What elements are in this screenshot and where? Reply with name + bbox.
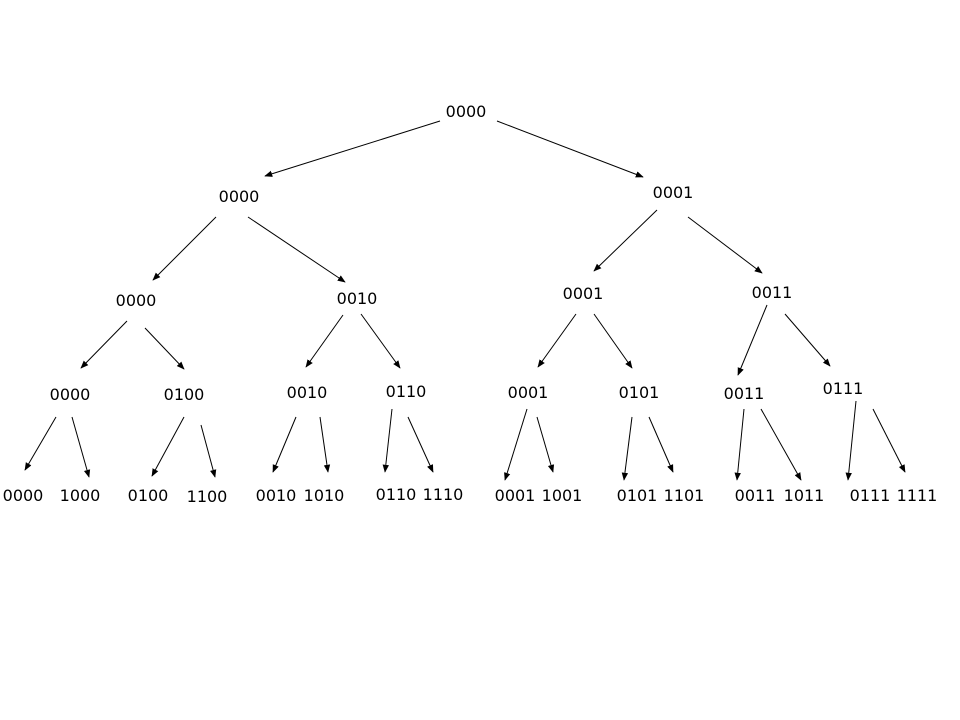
level3-node-label: 0110 <box>386 382 427 401</box>
level3-node-label: 0010 <box>287 383 328 402</box>
level3-node-label: 0100 <box>164 385 205 404</box>
edge-l1-0-to-l2-0 <box>152 216 217 281</box>
edge-l1-1-to-l2-3 <box>687 216 763 274</box>
root-node-label: 0000 <box>446 102 487 121</box>
edge-l3-7-to-leaf-15 <box>872 408 906 473</box>
leaf-node-label: 1100 <box>187 487 228 506</box>
edge-l3-4-to-leaf-8 <box>504 408 528 481</box>
leaf-node-label: 0110 <box>376 485 417 504</box>
edge-l3-2-to-leaf-4 <box>272 416 297 473</box>
edge-l3-6-to-leaf-13 <box>760 408 802 481</box>
level2-node-label: 0010 <box>337 289 378 308</box>
edge-root-to-l1-1 <box>496 120 644 178</box>
level2-node-label: 0011 <box>752 283 793 302</box>
leaf-node-label: 1010 <box>304 486 345 505</box>
edge-l3-1-to-leaf-3 <box>200 424 217 478</box>
edge-l3-0-to-leaf-0 <box>24 416 57 471</box>
leaf-node-label: 0100 <box>128 486 169 505</box>
leaf-node-label: 0010 <box>256 486 297 505</box>
edge-l2-3-to-l3-6 <box>737 304 768 376</box>
edge-l2-0-to-l3-1 <box>144 327 185 370</box>
edge-l3-4-to-leaf-9 <box>536 416 555 473</box>
edge-l2-2-to-l3-5 <box>593 313 633 369</box>
leaf-node-label: 1111 <box>897 486 938 505</box>
leaf-node-label: 1001 <box>542 486 583 505</box>
edge-l3-5-to-leaf-11 <box>648 416 674 473</box>
level3-node-label: 0101 <box>619 383 660 402</box>
leaf-node-label: 0111 <box>850 486 891 505</box>
edge-l3-7-to-leaf-14 <box>845 400 857 481</box>
edge-l3-0-to-leaf-1 <box>71 416 91 478</box>
edges <box>24 120 906 481</box>
edge-l2-1-to-l3-2 <box>305 314 344 368</box>
leaf-node-label: 0101 <box>617 486 658 505</box>
edge-l2-1-to-l3-3 <box>360 313 401 369</box>
level1-node-label: 0000 <box>219 187 260 206</box>
leaf-node-label: 1101 <box>664 486 705 505</box>
edge-l1-0-to-l2-1 <box>247 216 346 283</box>
leaf-node-label: 1000 <box>60 486 101 505</box>
level1-node-label: 0001 <box>653 183 694 202</box>
edge-l3-6-to-leaf-12 <box>734 408 745 481</box>
leaf-node-label: 1011 <box>784 486 825 505</box>
edge-l3-3-to-leaf-6 <box>382 408 393 473</box>
edge-root-to-l1-0 <box>264 120 441 177</box>
edge-l3-5-to-leaf-10 <box>621 416 633 481</box>
level3-node-label: 0000 <box>50 385 91 404</box>
level2-node-label: 0000 <box>116 291 157 310</box>
edge-l2-3-to-l3-7 <box>784 313 831 367</box>
edge-l2-0-to-l3-0 <box>80 320 128 369</box>
leaf-node-label: 1110 <box>423 485 464 504</box>
edge-l3-2-to-leaf-5 <box>319 416 331 473</box>
edge-l3-1-to-leaf-2 <box>151 416 185 477</box>
edge-l2-2-to-l3-4 <box>537 313 577 368</box>
leaf-node-label: 0000 <box>3 486 44 505</box>
level3-node-label: 0111 <box>823 379 864 398</box>
level3-node-label: 0001 <box>508 383 549 402</box>
level2-node-label: 0001 <box>563 284 604 303</box>
nodes: 0000 0000 0001 0000 0010 0001 0011 0000 … <box>3 102 938 506</box>
level3-node-label: 0011 <box>724 384 765 403</box>
leaf-node-label: 0011 <box>735 486 776 505</box>
edge-l1-1-to-l2-2 <box>593 209 658 272</box>
leaf-node-label: 0001 <box>495 486 536 505</box>
edge-l3-3-to-leaf-7 <box>407 416 434 473</box>
